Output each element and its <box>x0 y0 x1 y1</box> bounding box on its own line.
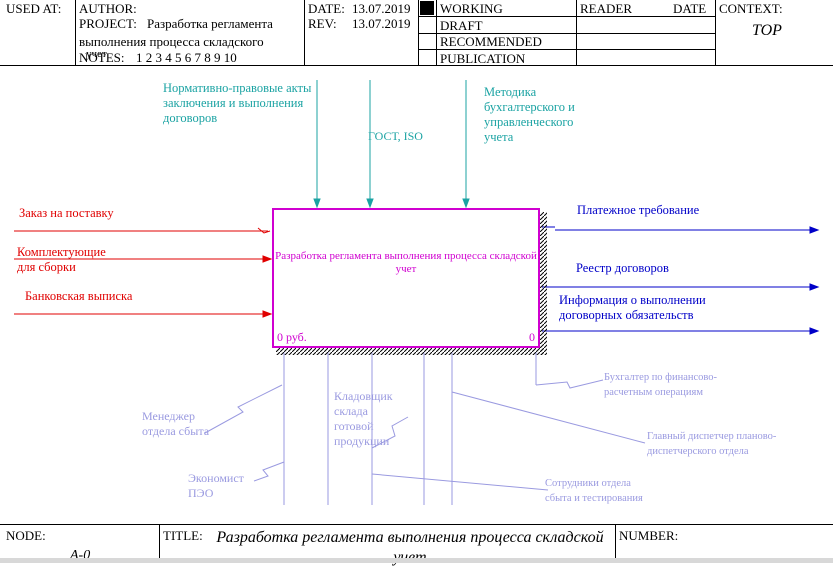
mechanism-leader <box>535 379 604 389</box>
input-arrowhead <box>262 310 273 318</box>
output-arrowhead <box>809 226 820 234</box>
footer-divider <box>615 524 616 563</box>
status-publication: PUBLICATION <box>440 51 526 66</box>
used-at-label: USED AT: <box>6 1 62 16</box>
control-label-normative: Нормативно-правовые акты заключения и вы… <box>163 81 312 125</box>
output-arrowhead <box>809 327 820 335</box>
author-label: AUTHOR: <box>79 1 137 16</box>
notes-numbers: 1 2 3 4 5 6 7 8 9 10 <box>136 50 237 65</box>
output-arrowhead <box>809 283 820 291</box>
project-label: PROJECT: <box>79 16 137 31</box>
project-line-3: учет <box>86 48 107 60</box>
mechanism-leader <box>451 391 646 444</box>
mechanism-label-storekeeper: Кладовщик склада готовой продукции <box>334 389 393 448</box>
mechanism-leader <box>204 384 283 434</box>
activity-box[interactable]: Разработка регламента выполнения процесс… <box>272 208 540 348</box>
number-label: NUMBER: <box>619 528 679 543</box>
status-working: WORKING <box>440 1 503 16</box>
input-label-components: Комплектующие для сборки <box>17 245 106 274</box>
mechanism-leader <box>371 473 549 491</box>
project-line-2: выполнения процесса складского <box>79 34 264 49</box>
status-recommended: RECOMMENDED <box>440 34 542 49</box>
control-label-gost: ГОСТ, ISO <box>368 129 423 143</box>
box-shadow-bottom <box>276 348 544 355</box>
header-rule <box>418 16 715 17</box>
footer-frame <box>0 524 833 563</box>
input-arrowhead <box>262 255 273 263</box>
footer-divider <box>159 524 160 563</box>
header-frame <box>0 0 833 66</box>
mechanism-label-sales-staff: Сотрудники отдела сбыта и тестирования <box>545 478 643 504</box>
context-label: CONTEXT: <box>719 1 783 16</box>
input-label-order: Заказ на поставку <box>19 206 114 220</box>
mechanism-leader <box>371 416 409 449</box>
mechanism-label-accountant: Бухгалтер по финансово-расчетным операци… <box>604 372 718 398</box>
header-rule <box>418 49 715 50</box>
header-divider <box>715 0 716 66</box>
notes-label: NOTES: <box>79 50 125 65</box>
date2-label: DATE <box>673 1 707 16</box>
reader-label: READER <box>580 1 632 16</box>
node-label: NODE: <box>6 528 46 543</box>
title-label: TITLE: <box>163 528 203 543</box>
context-value: TOP <box>752 22 782 39</box>
date-label: DATE: <box>308 1 345 16</box>
output-label-contract-info: Информация о выполнении договорных обяза… <box>559 293 706 322</box>
control-arrowhead <box>366 198 374 209</box>
working-status-marker <box>420 1 434 15</box>
box-shadow-right <box>540 212 547 355</box>
mechanism-label-chief-dispatcher: Главный диспетчер планово-диспетчерского… <box>647 431 777 457</box>
control-arrowhead <box>462 198 470 209</box>
control-arrowhead <box>313 198 321 209</box>
activity-box-cost: 0 руб. <box>277 330 307 344</box>
date-value: 13.07.2019 <box>352 1 411 16</box>
header-rule <box>418 33 715 34</box>
mechanism-label-economist: Экономист ПЭО <box>188 471 244 500</box>
mechanism-leader <box>253 461 285 482</box>
header-divider <box>75 0 76 66</box>
input-label-bank-statement: Банковская выписка <box>25 289 133 303</box>
rev-value: 13.07.2019 <box>352 16 411 31</box>
activity-box-title: Разработка регламента выполнения процесс… <box>275 250 537 275</box>
control-label-methodology: Методика бухгалтерского и управленческог… <box>484 85 575 144</box>
status-draft: DRAFT <box>440 18 483 33</box>
mechanism-label-sales-manager: Менеджер отдела сбыта <box>142 409 210 438</box>
header-divider <box>304 0 305 66</box>
activity-box-number: 0 <box>529 330 535 344</box>
input-arrow-tick <box>257 227 271 234</box>
horizontal-scrollbar[interactable] <box>0 558 833 563</box>
rev-label: REV: <box>308 16 337 31</box>
output-label-payment-request: Платежное требование <box>577 203 700 217</box>
project-line-1: Разработка регламента <box>147 16 273 31</box>
output-label-contract-register: Реестр договоров <box>576 261 669 275</box>
